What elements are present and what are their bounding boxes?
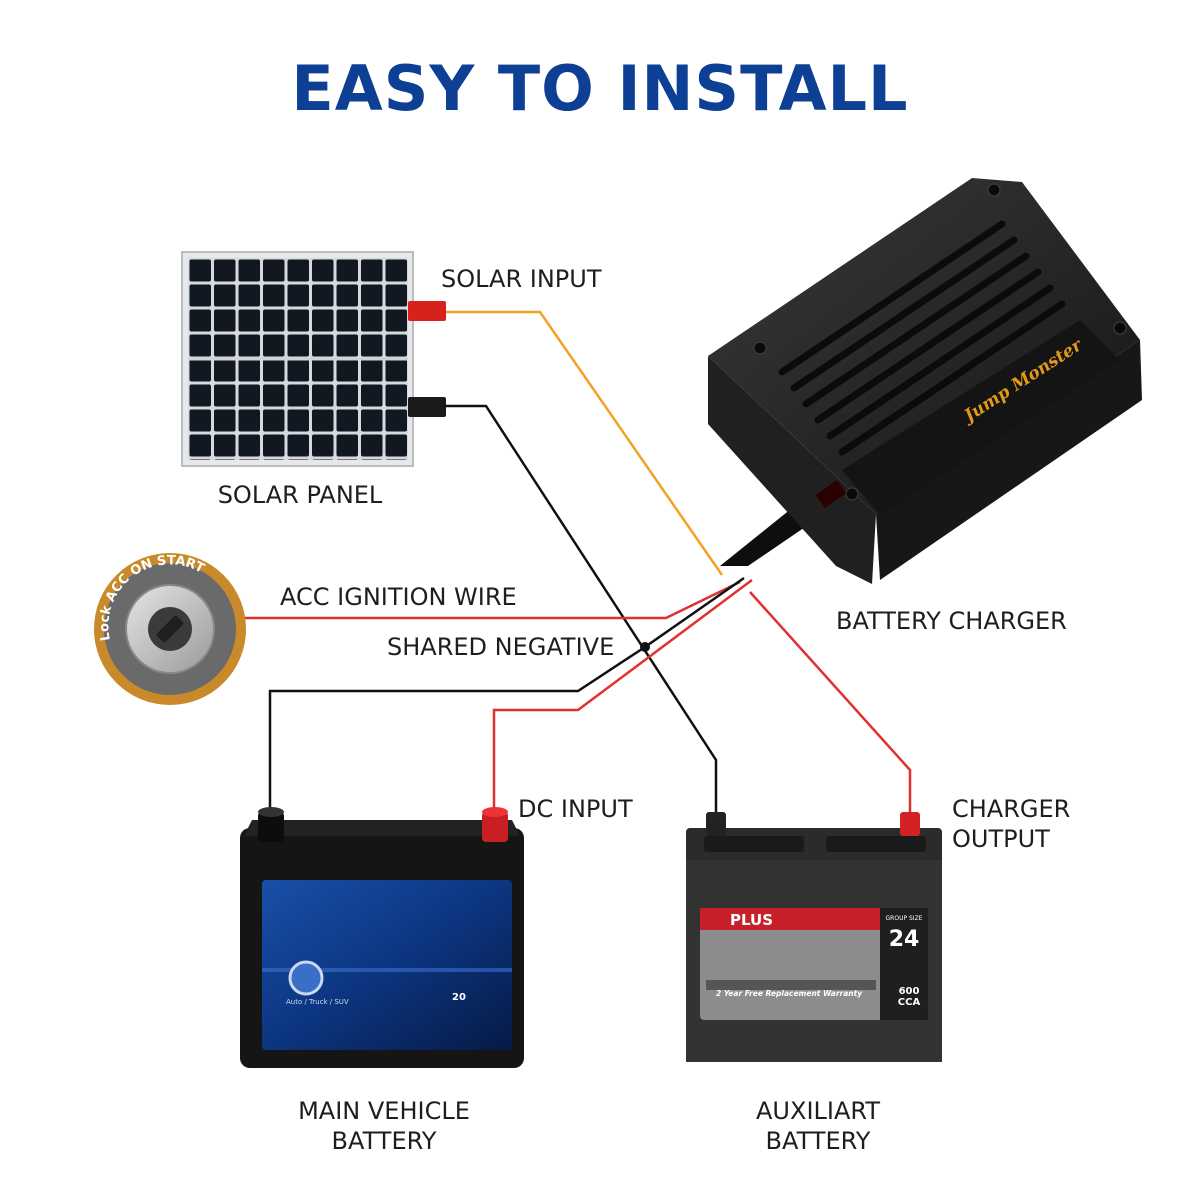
aux-battery-group-label: GROUP SIZE — [886, 915, 923, 922]
main-vehicle-battery: Auto / Truck / SUV 20 — [240, 807, 524, 1068]
ignition-switch: Lock ACC ON START — [94, 553, 246, 705]
charger-output-label: CHARGER OUTPUT — [952, 794, 1070, 854]
solar-negative-wire — [440, 404, 718, 812]
solar-positive-wire — [440, 310, 724, 576]
car-icon — [288, 960, 324, 996]
aux-battery-brand: PLUS — [730, 911, 773, 929]
battery-charger-label: BATTERY CHARGER — [836, 607, 1067, 635]
battery-charger: Jump Monster — [708, 178, 1142, 584]
acc-ignition-wire — [243, 580, 741, 620]
aux-battery-cca-unit: CCA — [898, 997, 921, 1008]
solar-negative-connector — [408, 397, 446, 417]
auxiliary-battery: PLUS GROUP SIZE 24 2 Year Free Replaceme… — [686, 812, 942, 1062]
charger-output-wire — [749, 591, 912, 812]
aux-battery-warranty: 2 Year Free Replacement Warranty — [716, 989, 863, 998]
solar-input-label: SOLAR INPUT — [441, 265, 602, 293]
main-battery-label-line2: BATTERY — [331, 1127, 437, 1155]
aux-battery-group-size: 24 — [889, 927, 920, 952]
main-battery-label-line1: MAIN VEHICLE — [298, 1097, 470, 1125]
main-battery-badge: 20 — [452, 992, 466, 1003]
charger-output-label-line1: CHARGER — [952, 795, 1071, 823]
main-negative-wire — [268, 645, 646, 812]
aux-battery-cca-value: 600 — [899, 986, 920, 997]
shared-negative-wire — [644, 576, 745, 649]
main-battery-category: Auto / Truck / SUV — [286, 998, 349, 1006]
dc-input-label: DC INPUT — [518, 795, 633, 823]
aux-battery-label-line1: AUXILIART — [756, 1097, 880, 1125]
aux-battery-label-line2: BATTERY — [765, 1127, 871, 1155]
page-title: EASY TO INSTALL — [291, 52, 909, 125]
solar-panel-label: SOLAR PANEL — [217, 481, 383, 509]
solar-panel — [181, 251, 446, 467]
main-battery-label: MAIN VEHICLE BATTERY — [252, 1096, 516, 1156]
dc-input-wire — [492, 578, 753, 812]
acc-ignition-wire-label: ACC IGNITION WIRE — [280, 583, 517, 611]
aux-battery-label: AUXILIART BATTERY — [686, 1096, 950, 1156]
shared-negative-junction — [640, 642, 650, 652]
shared-negative-label: SHARED NEGATIVE — [387, 633, 615, 661]
solar-positive-connector — [408, 301, 446, 321]
charger-output-label-line2: OUTPUT — [952, 825, 1050, 853]
